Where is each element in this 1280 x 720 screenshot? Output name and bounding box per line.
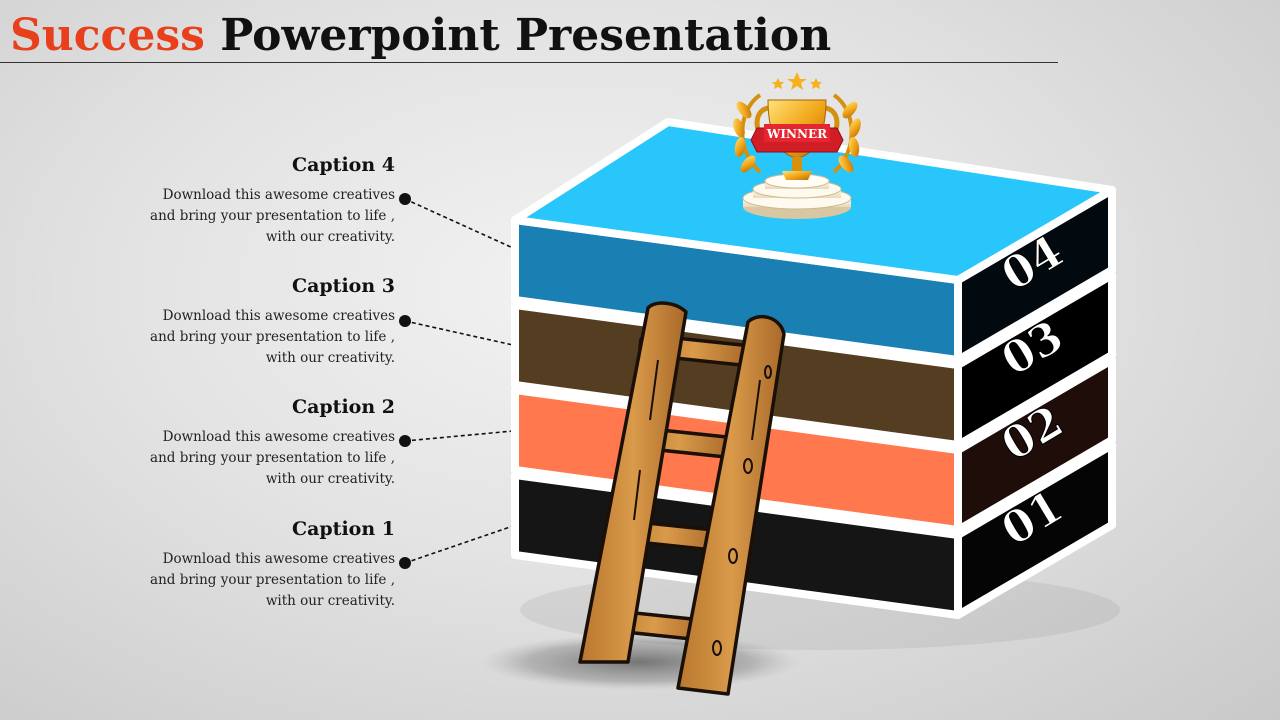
connector-3 [399, 315, 513, 345]
trophy-label: WINNER [766, 127, 828, 141]
connector-4 [399, 193, 513, 248]
connector-1 [399, 526, 513, 569]
connector-2 [399, 431, 513, 447]
